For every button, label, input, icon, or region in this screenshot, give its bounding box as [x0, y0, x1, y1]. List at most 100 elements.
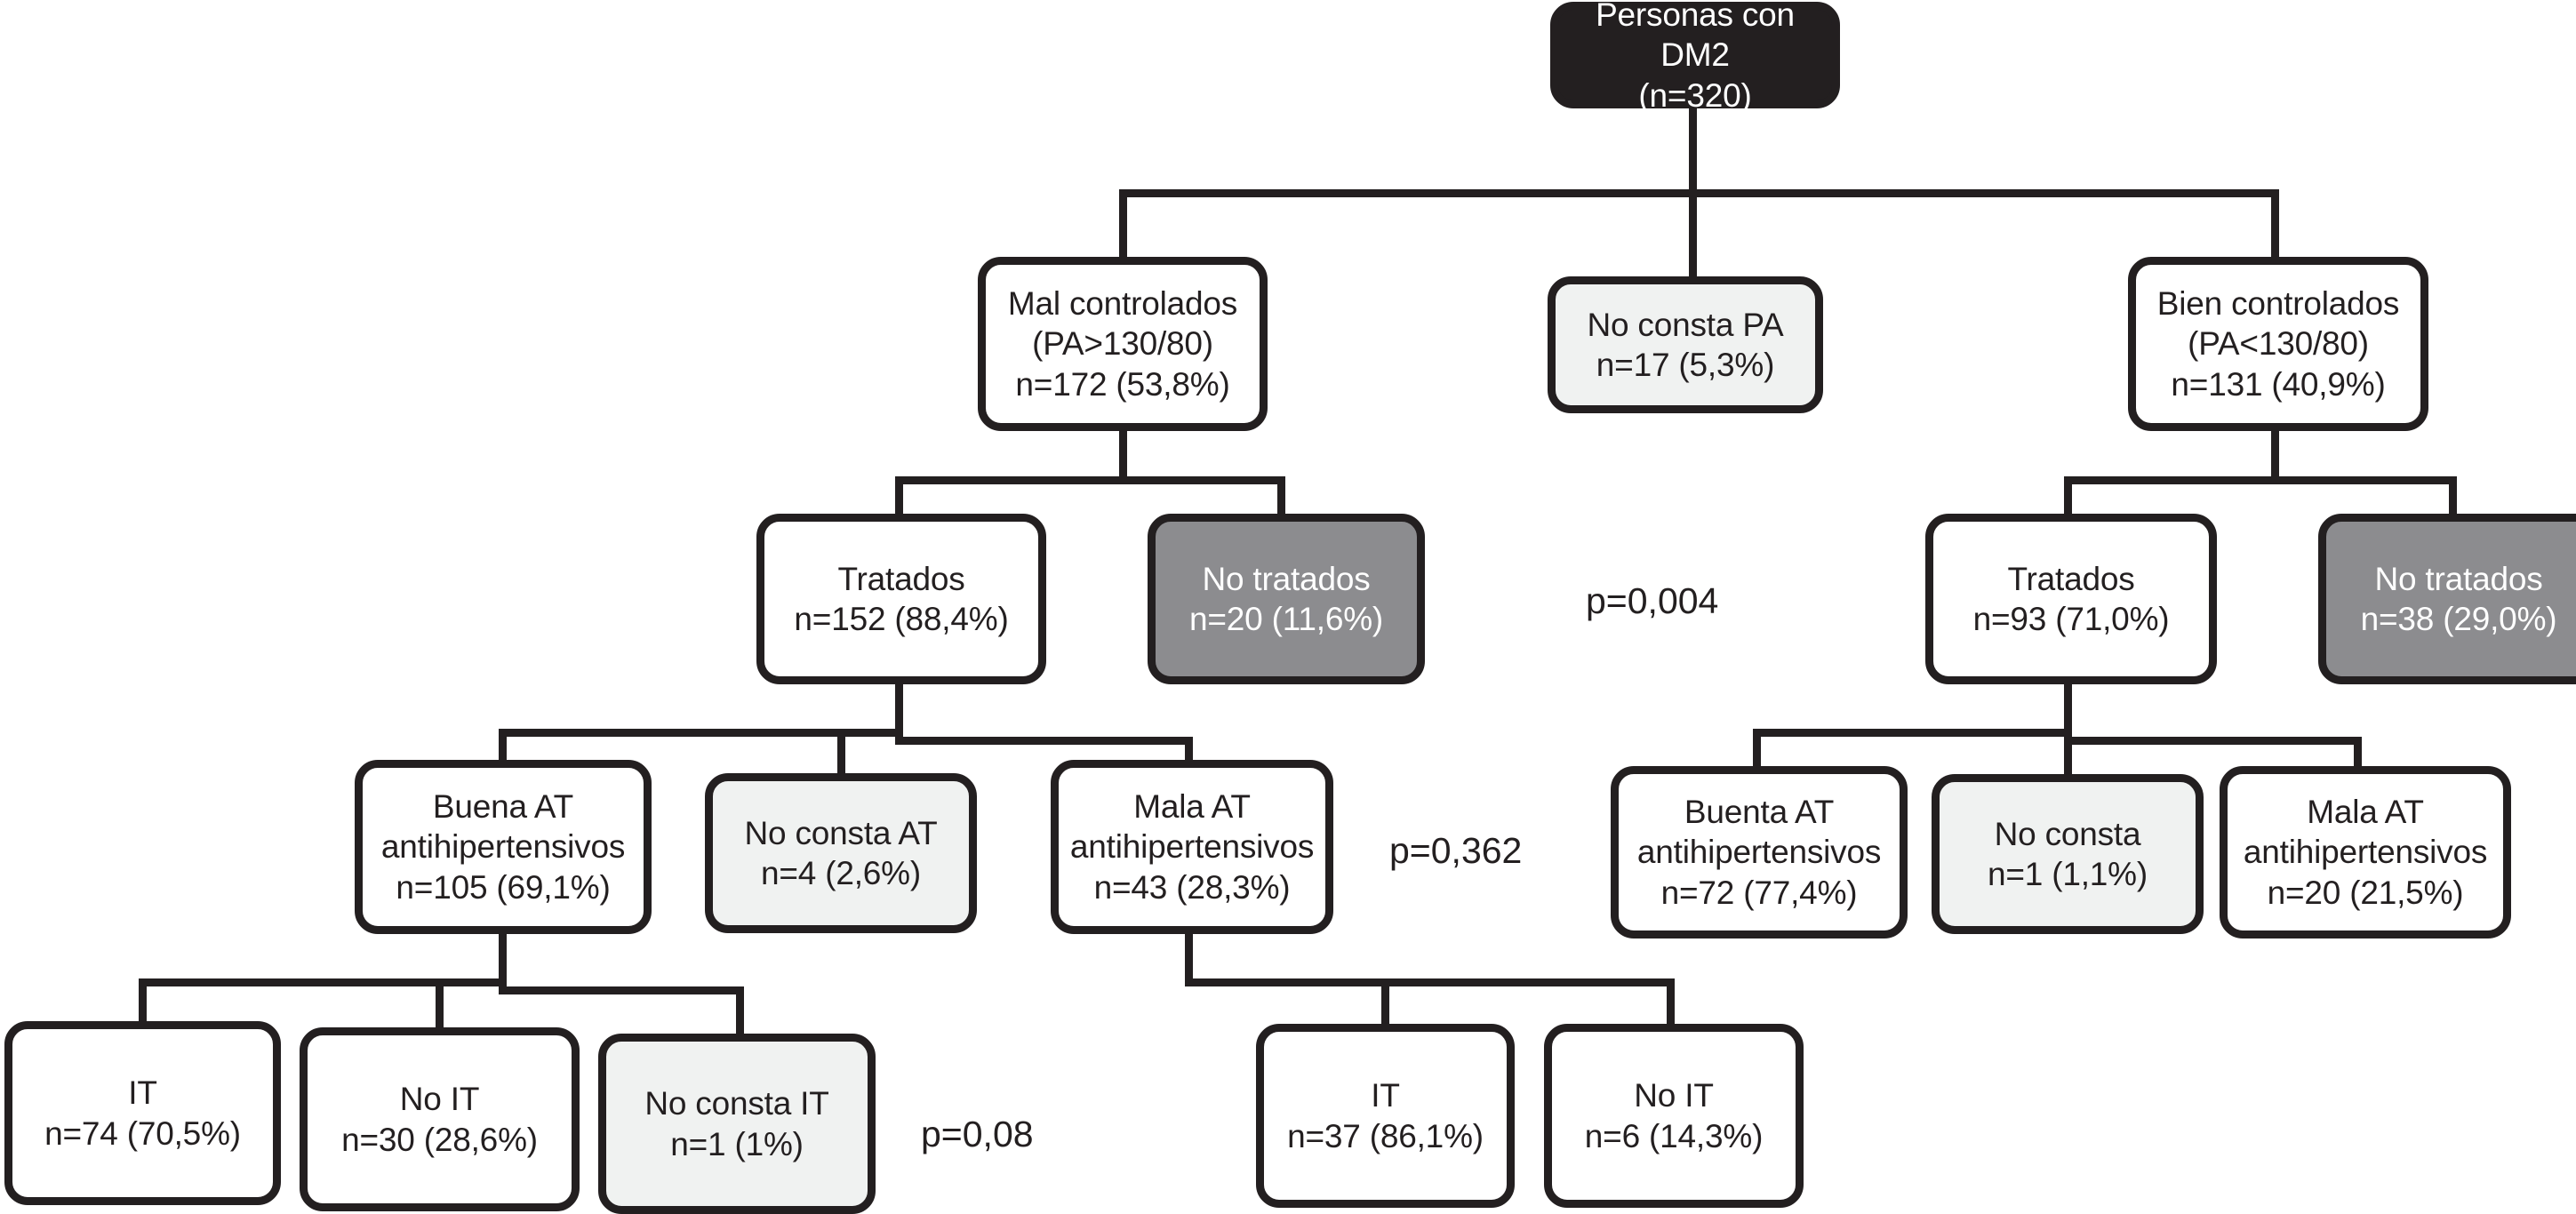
node-line: No consta AT: [744, 814, 938, 851]
node-line: n=93 (71,0%): [1972, 601, 2170, 637]
connector-to-no-tratados-mal: [1277, 476, 1285, 517]
connector-to-no-tratados-bien: [2449, 476, 2457, 517]
node-line: n=37 (86,1%): [1287, 1117, 1484, 1154]
node-line: n=30 (28,6%): [341, 1121, 538, 1158]
connector-mala-at-stem2: [1185, 978, 1385, 986]
node-line: IT: [1371, 1077, 1400, 1114]
connector-buena-at-stem: [499, 930, 507, 986]
node-it-buena-at[interactable]: IT n=74 (70,5%): [4, 1021, 281, 1205]
node-no-consta-bien[interactable]: No consta n=1 (1,1%): [1932, 774, 2204, 934]
connector-to-mala-at-mal: [1185, 737, 1193, 764]
node-mal-controlados[interactable]: Mal controlados (PA>130/80) n=172 (53,8%…: [978, 257, 1268, 431]
connector-root-stem: [1689, 108, 1697, 194]
node-line: Mal controlados: [1007, 285, 1238, 323]
connector-bien-stem: [2271, 427, 2279, 483]
connector-to-no-it-buena: [436, 978, 444, 1030]
node-line: n=17 (5,3%): [1596, 347, 1775, 383]
connector-to-bien-controlados: [2271, 189, 2279, 260]
node-tratados-mal-controlados[interactable]: Tratados n=152 (88,4%): [756, 514, 1046, 684]
connector-to-no-consta-at-mal: [837, 729, 845, 777]
node-line: IT: [128, 1074, 157, 1112]
node-line: n=20 (21,5%): [2267, 874, 2464, 911]
node-line: No consta PA: [1587, 306, 1784, 343]
node-line: No tratados: [2374, 560, 2543, 597]
connector-tratados-bien-bus-right: [2064, 737, 2362, 745]
node-buena-at-antihipertensivos[interactable]: Buena AT antihipertensivos n=105 (69,1%): [355, 760, 652, 934]
node-line: n=1 (1%): [670, 1125, 804, 1162]
node-line: Mala AT: [1133, 788, 1251, 826]
connector-mal-bus: [895, 476, 1285, 484]
node-line: Tratados: [837, 560, 965, 597]
connector-tratados-mal-bus-left: [499, 729, 903, 737]
connector-buena-at-bus-left: [139, 978, 507, 986]
node-line: (PA<130/80): [2188, 325, 2369, 363]
node-line: n=131 (40,9%): [2171, 365, 2386, 403]
node-no-it-mala-at[interactable]: No IT n=6 (14,3%): [1544, 1024, 1804, 1208]
connector-to-mala-at-bien: [2354, 737, 2362, 771]
node-line: antihipertensivos: [2243, 834, 2488, 871]
connector-mal-stem: [1119, 427, 1127, 483]
node-line: antihipertensivos: [380, 828, 626, 866]
node-line: (n=320): [1638, 76, 1752, 114]
connector-buena-at-bus-right: [499, 986, 744, 994]
connector-mala-at-bus: [1381, 978, 1674, 986]
node-line: n=43 (28,3%): [1093, 868, 1291, 906]
node-line: Personas con: [1596, 0, 1795, 34]
p-value-control: p=0,004: [1586, 580, 1719, 621]
connector-to-buenta-at-bien: [1753, 729, 1761, 771]
node-line: Tratados: [2007, 560, 2135, 597]
node-line: n=1 (1,1%): [1987, 856, 2148, 892]
connector-to-buena-at-mal: [499, 729, 507, 764]
connector-tratados-mal-bus-right: [895, 737, 1193, 745]
connector-to-tratados-bien: [2064, 476, 2072, 517]
node-line: No IT: [1634, 1077, 1714, 1114]
p-value-it: p=0,08: [921, 1114, 1034, 1154]
node-line: n=172 (53,8%): [1015, 365, 1230, 403]
connector-to-no-consta-bien: [2064, 729, 2072, 779]
node-personas-con-dm2[interactable]: Personas con DM2 (n=320): [1550, 0, 1840, 114]
node-tratados-bien-controlados[interactable]: Tratados n=93 (71,0%): [1925, 514, 2217, 684]
node-line: antihipertensivos: [1069, 828, 1315, 866]
node-line: DM2: [1660, 36, 1730, 74]
p-value-adherencia: p=0,362: [1389, 830, 1523, 871]
node-line: n=20 (11,6%): [1188, 601, 1384, 637]
node-it-mala-at[interactable]: IT n=37 (86,1%): [1256, 1024, 1515, 1208]
node-line: n=4 (2,6%): [760, 855, 922, 891]
node-line: n=74 (70,5%): [44, 1114, 241, 1152]
connector-to-no-consta-pa: [1689, 189, 1697, 280]
node-line: antihipertensivos: [1636, 834, 1882, 871]
connector-mala-at-stem: [1185, 930, 1193, 986]
node-line: Mala AT: [2307, 794, 2424, 831]
node-line: n=105 (69,1%): [396, 868, 611, 906]
node-line: (PA>130/80): [1032, 325, 1213, 363]
connector-to-mal-controlados: [1119, 189, 1127, 260]
connector-to-no-consta-it-buena: [736, 986, 744, 1036]
node-line: Buenta AT: [1684, 794, 1835, 831]
connector-tratados-bien-bus-left: [1753, 729, 2072, 737]
node-no-consta-pa[interactable]: No consta PA n=17 (5,3%): [1548, 276, 1823, 413]
node-buenta-at-antihipertensivos[interactable]: Buenta AT antihipertensivos n=72 (77,4%): [1611, 766, 1908, 938]
connector-tratados-bien-stem: [2064, 681, 2072, 736]
node-no-consta-it[interactable]: No consta IT n=1 (1%): [598, 1034, 876, 1214]
node-line: n=38 (29,0%): [2360, 601, 2557, 637]
node-no-tratados-mal-controlados[interactable]: No tratados n=20 (11,6%): [1148, 514, 1425, 684]
node-line: No consta IT: [644, 1085, 829, 1122]
node-line: No IT: [399, 1081, 480, 1118]
node-mala-at-antihipertensivos-bien[interactable]: Mala AT antihipertensivos n=20 (21,5%): [2220, 766, 2511, 938]
connector-tratados-mal-stem: [895, 681, 903, 736]
connector-to-no-it-mala: [1667, 978, 1675, 1026]
node-line: No tratados: [1202, 560, 1371, 597]
node-line: n=6 (14,3%): [1584, 1117, 1764, 1154]
node-no-consta-at[interactable]: No consta AT n=4 (2,6%): [705, 773, 977, 933]
node-no-it-buena-at[interactable]: No IT n=30 (28,6%): [300, 1027, 580, 1211]
node-bien-controlados[interactable]: Bien controlados (PA<130/80) n=131 (40,9…: [2128, 257, 2428, 431]
node-mala-at-antihipertensivos-mal[interactable]: Mala AT antihipertensivos n=43 (28,3%): [1051, 760, 1333, 934]
node-line: Bien controlados: [2156, 285, 2400, 323]
node-line: No consta: [1994, 815, 2141, 852]
connector-to-tratados-mal: [895, 476, 903, 517]
connector-bien-bus: [2064, 476, 2457, 484]
node-no-tratados-bien-controlados[interactable]: No tratados n=38 (29,0%): [2318, 514, 2576, 684]
connector-to-it-mala: [1381, 978, 1389, 1026]
node-line: n=72 (77,4%): [1660, 874, 1858, 911]
